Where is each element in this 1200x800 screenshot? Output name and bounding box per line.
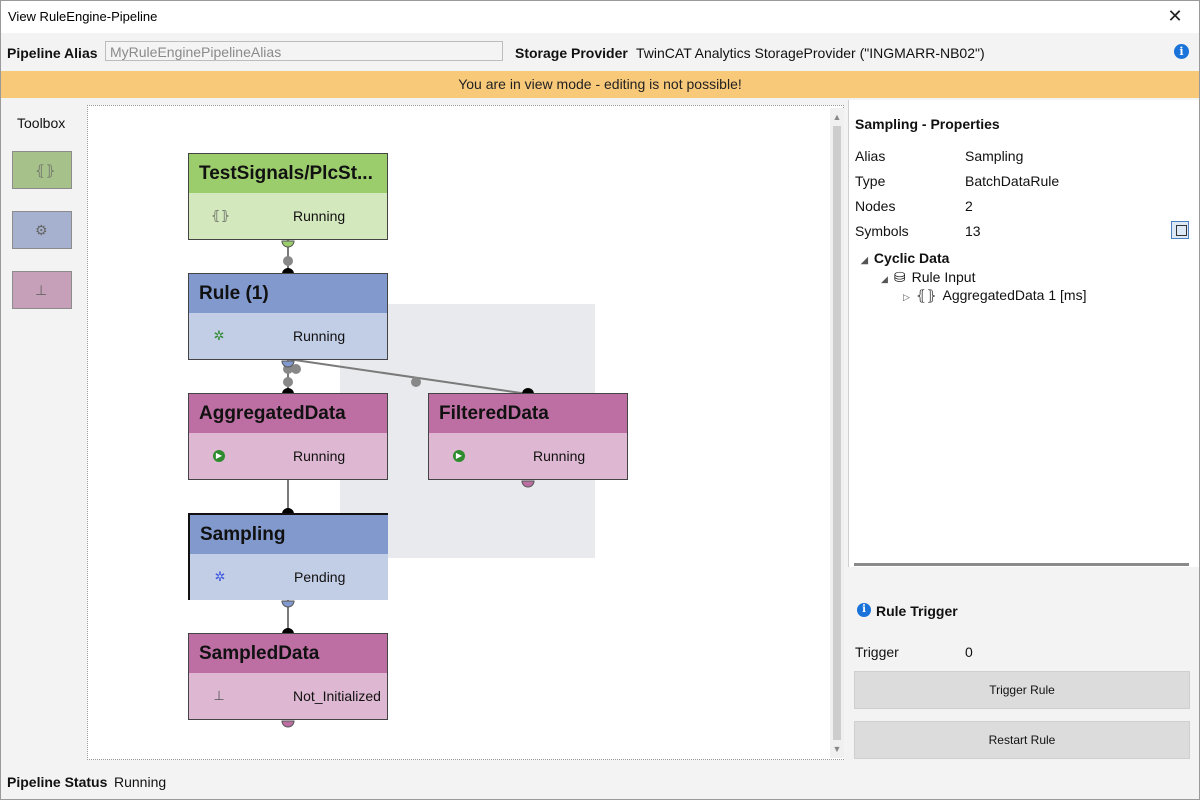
tree-node-rule-input[interactable]: ◢ ⛁ Rule Input xyxy=(881,269,975,286)
pipeline-canvas[interactable]: TestSignals/PlcSt... ⦃⦄ Running Rule (1)… xyxy=(87,105,844,760)
node-status: Running xyxy=(293,448,346,464)
node-sampling[interactable]: Sampling ✲ Pending xyxy=(188,513,388,600)
view-mode-banner: You are in view mode - editing is not po… xyxy=(1,71,1199,98)
tree-node-aggregateddata[interactable]: ▷ ⦃⦄ AggregatedData 1 [ms] xyxy=(903,287,1086,304)
rule-gear-icon: ✲ xyxy=(214,569,226,584)
window-title: View RuleEngine-Pipeline xyxy=(8,9,158,24)
node-title: SampledData xyxy=(189,634,387,673)
toolbox-rule[interactable]: ⚙ xyxy=(12,211,72,249)
node-body: ▶ Running xyxy=(429,433,627,479)
toolbox-title: Toolbox xyxy=(17,115,66,131)
title-bar: View RuleEngine-Pipeline ✕ xyxy=(1,1,1199,33)
prop-value: BatchDataRule xyxy=(965,173,1060,189)
window-icon xyxy=(1176,225,1187,236)
status-bar: Pipeline Status Running xyxy=(1,763,1199,799)
scroll-thumb[interactable] xyxy=(833,126,841,740)
prop-value: 2 xyxy=(965,198,973,214)
node-status: Not_Initialized xyxy=(293,688,381,704)
node-body: ⦃⦄ Running xyxy=(189,193,387,239)
node-status: Pending xyxy=(294,569,346,585)
canvas-scrollbar[interactable]: ▲ ▼ xyxy=(830,108,844,758)
rule-icon: ⚙ xyxy=(35,222,48,238)
pipeline-status-label: Pipeline Status xyxy=(7,774,108,790)
node-testsignals[interactable]: TestSignals/PlcSt... ⦃⦄ Running xyxy=(188,153,388,240)
play-icon: ▶ xyxy=(213,450,225,462)
collapse-triangle-icon[interactable]: ◢ xyxy=(861,255,868,265)
node-title: Sampling xyxy=(190,515,388,554)
node-aggregateddata[interactable]: AggregatedData ▶ Running xyxy=(188,393,388,480)
node-status: Running xyxy=(293,328,346,344)
trigger-value: 0 xyxy=(965,644,973,660)
node-title: FilteredData xyxy=(429,394,627,433)
node-sampleddata[interactable]: SampledData ⊥ Not_Initialized xyxy=(188,633,388,720)
info-icon[interactable]: i xyxy=(1174,44,1189,59)
tree-label: AggregatedData 1 [ms] xyxy=(942,287,1087,303)
sink-icon: ⊥ xyxy=(35,282,48,298)
prop-value: 13 xyxy=(965,223,981,239)
pipeline-alias-input[interactable]: MyRuleEnginePipelineAlias xyxy=(105,41,503,61)
properties-title: Sampling - Properties xyxy=(855,116,1000,132)
alias-row: Pipeline Alias MyRuleEnginePipelineAlias… xyxy=(1,33,1199,71)
info-icon: i xyxy=(857,603,871,617)
node-body: ✲ Pending xyxy=(190,554,388,600)
database-icon: ⛁ xyxy=(893,269,906,285)
expand-window-button[interactable] xyxy=(1171,221,1189,239)
node-title: AggregatedData xyxy=(189,394,387,433)
node-rule-1[interactable]: Rule (1) ✲ Running xyxy=(188,273,388,360)
scroll-down-icon[interactable]: ▼ xyxy=(832,744,842,754)
node-body: ⊥ Not_Initialized xyxy=(189,673,387,719)
toolbox-data-source[interactable]: ⦃⦄ xyxy=(12,151,72,189)
tree-label: Cyclic Data xyxy=(873,250,950,266)
tree-label: Rule Input xyxy=(911,269,976,285)
tree-node-cyclic-data[interactable]: ◢ Cyclic Data xyxy=(861,250,949,266)
node-body: ✲ Running xyxy=(189,313,387,359)
prop-label: Symbols xyxy=(855,223,909,239)
pipeline-status-value: Running xyxy=(114,774,167,790)
close-icon[interactable]: ✕ xyxy=(1167,6,1183,26)
panel-divider[interactable] xyxy=(854,563,1189,566)
node-title: TestSignals/PlcSt... xyxy=(189,154,387,193)
trigger-rule-button[interactable]: Trigger Rule xyxy=(854,671,1190,709)
play-icon: ▶ xyxy=(453,450,465,462)
scroll-up-icon[interactable]: ▲ xyxy=(832,112,842,122)
sink-icon: ⊥ xyxy=(213,688,225,703)
pipeline-alias-label: Pipeline Alias xyxy=(7,45,98,61)
rule-trigger-title: Rule Trigger xyxy=(876,603,958,619)
prop-label: Type xyxy=(855,173,886,189)
trigger-label: Trigger xyxy=(855,644,899,660)
data-source-icon: ⦃⦄ xyxy=(35,162,56,178)
rule-gear-icon: ✲ xyxy=(213,328,225,343)
collapse-triangle-icon[interactable]: ◢ xyxy=(881,274,888,284)
expand-triangle-icon[interactable]: ▷ xyxy=(903,292,910,302)
data-source-icon: ⦃⦄ xyxy=(211,208,231,223)
data-source-icon: ⦃⦄ xyxy=(915,287,937,303)
node-title: Rule (1) xyxy=(189,274,387,313)
node-body: ▶ Running xyxy=(189,433,387,479)
prop-label: Alias xyxy=(855,148,886,164)
prop-label: Nodes xyxy=(855,198,896,214)
node-status: Running xyxy=(293,208,346,224)
restart-rule-button[interactable]: Restart Rule xyxy=(854,721,1190,759)
storage-provider-label: Storage Provider xyxy=(515,45,628,61)
storage-provider-value: TwinCAT Analytics StorageProvider ("INGM… xyxy=(636,45,985,61)
node-status: Running xyxy=(533,448,586,464)
prop-value: Sampling xyxy=(965,148,1024,164)
toolbox-sink[interactable]: ⊥ xyxy=(12,271,72,309)
node-filtereddata[interactable]: FilteredData ▶ Running xyxy=(428,393,628,480)
